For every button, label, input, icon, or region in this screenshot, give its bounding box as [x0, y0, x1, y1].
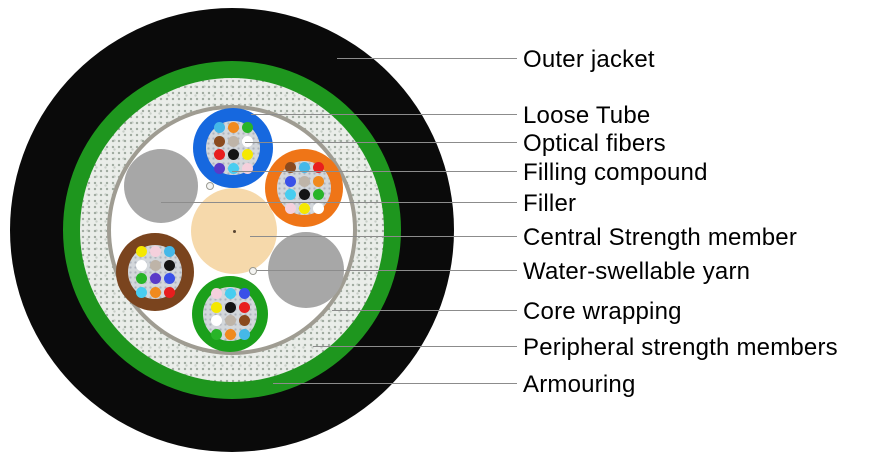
optical-fiber — [163, 246, 175, 257]
leader-line-water-swellable-yarn — [257, 270, 517, 271]
optical-fiber — [213, 135, 225, 147]
label-filling-compound: Filling compound — [523, 159, 708, 186]
optical-fiber — [284, 202, 296, 214]
optical-fiber — [284, 162, 296, 173]
optical-fiber — [135, 273, 147, 284]
optical-fiber — [227, 135, 239, 147]
optical-fiber — [135, 246, 147, 257]
optical-fiber — [224, 301, 236, 313]
optical-fiber — [298, 189, 310, 200]
optical-fiber — [238, 315, 250, 326]
water-swellable-yarn — [249, 267, 257, 275]
optical-fiber — [135, 286, 147, 298]
leader-line-loose-tube — [251, 114, 517, 115]
optical-fiber — [241, 135, 253, 147]
optical-fiber — [213, 162, 225, 174]
optical-fiber — [298, 162, 310, 173]
optical-fiber — [238, 301, 250, 313]
optical-fiber — [227, 162, 239, 174]
optical-fiber — [213, 122, 225, 133]
optical-fiber — [224, 315, 236, 326]
optical-fiber — [213, 149, 225, 160]
optical-fiber — [224, 328, 236, 340]
optical-fiber — [241, 122, 253, 133]
optical-fiber — [312, 162, 324, 173]
label-armouring: Armouring — [523, 371, 636, 398]
label-filler: Filler — [523, 190, 577, 217]
central-member-center-dot — [232, 229, 236, 233]
leader-line-filling-compound — [232, 171, 517, 172]
optical-fiber — [210, 328, 222, 340]
optical-fiber — [149, 286, 161, 298]
optical-fiber — [149, 246, 161, 257]
leader-line-core-wrapping — [332, 310, 517, 311]
optical-fiber — [241, 149, 253, 160]
optical-fiber — [224, 288, 236, 299]
optical-fiber — [149, 259, 161, 271]
label-central-strength-member: Central Strength member — [523, 224, 798, 251]
optical-fiber — [298, 202, 310, 214]
optical-fiber — [312, 189, 324, 200]
optical-fiber — [238, 288, 250, 299]
leader-line-armouring — [273, 383, 517, 384]
optical-fiber — [210, 315, 222, 326]
label-outer-jacket: Outer jacket — [523, 46, 655, 73]
optical-fiber — [227, 122, 239, 133]
optical-fiber — [298, 175, 310, 187]
label-core-wrapping: Core wrapping — [523, 298, 682, 325]
leader-line-peripheral-strength-members — [313, 346, 517, 347]
optical-fiber — [284, 189, 296, 200]
optical-fiber — [163, 259, 175, 271]
optical-fiber — [312, 175, 324, 187]
label-water-swellable-yarn: Water-swellable yarn — [523, 258, 751, 285]
optical-fiber — [135, 259, 147, 271]
optical-fiber — [149, 273, 161, 284]
label-loose-tube: Loose Tube — [523, 102, 651, 129]
optical-fiber — [210, 288, 222, 299]
optical-fiber — [312, 202, 324, 214]
leader-line-filler — [161, 202, 517, 203]
optical-fiber — [227, 149, 239, 160]
leader-line-outer-jacket — [337, 58, 517, 59]
optical-fiber — [163, 273, 175, 284]
leader-line-optical-fibers — [245, 142, 517, 143]
filler-rod-1 — [124, 149, 198, 223]
optical-fiber — [238, 328, 250, 340]
leader-line-central-strength-member — [250, 236, 517, 237]
optical-fiber — [163, 286, 175, 298]
optical-fiber — [241, 162, 253, 174]
optical-fiber — [210, 301, 222, 313]
label-peripheral-strength-members: Peripheral strength members — [523, 334, 838, 361]
optical-fiber — [284, 175, 296, 187]
label-optical-fibers: Optical fibers — [523, 130, 666, 157]
water-swellable-yarn — [206, 182, 214, 190]
